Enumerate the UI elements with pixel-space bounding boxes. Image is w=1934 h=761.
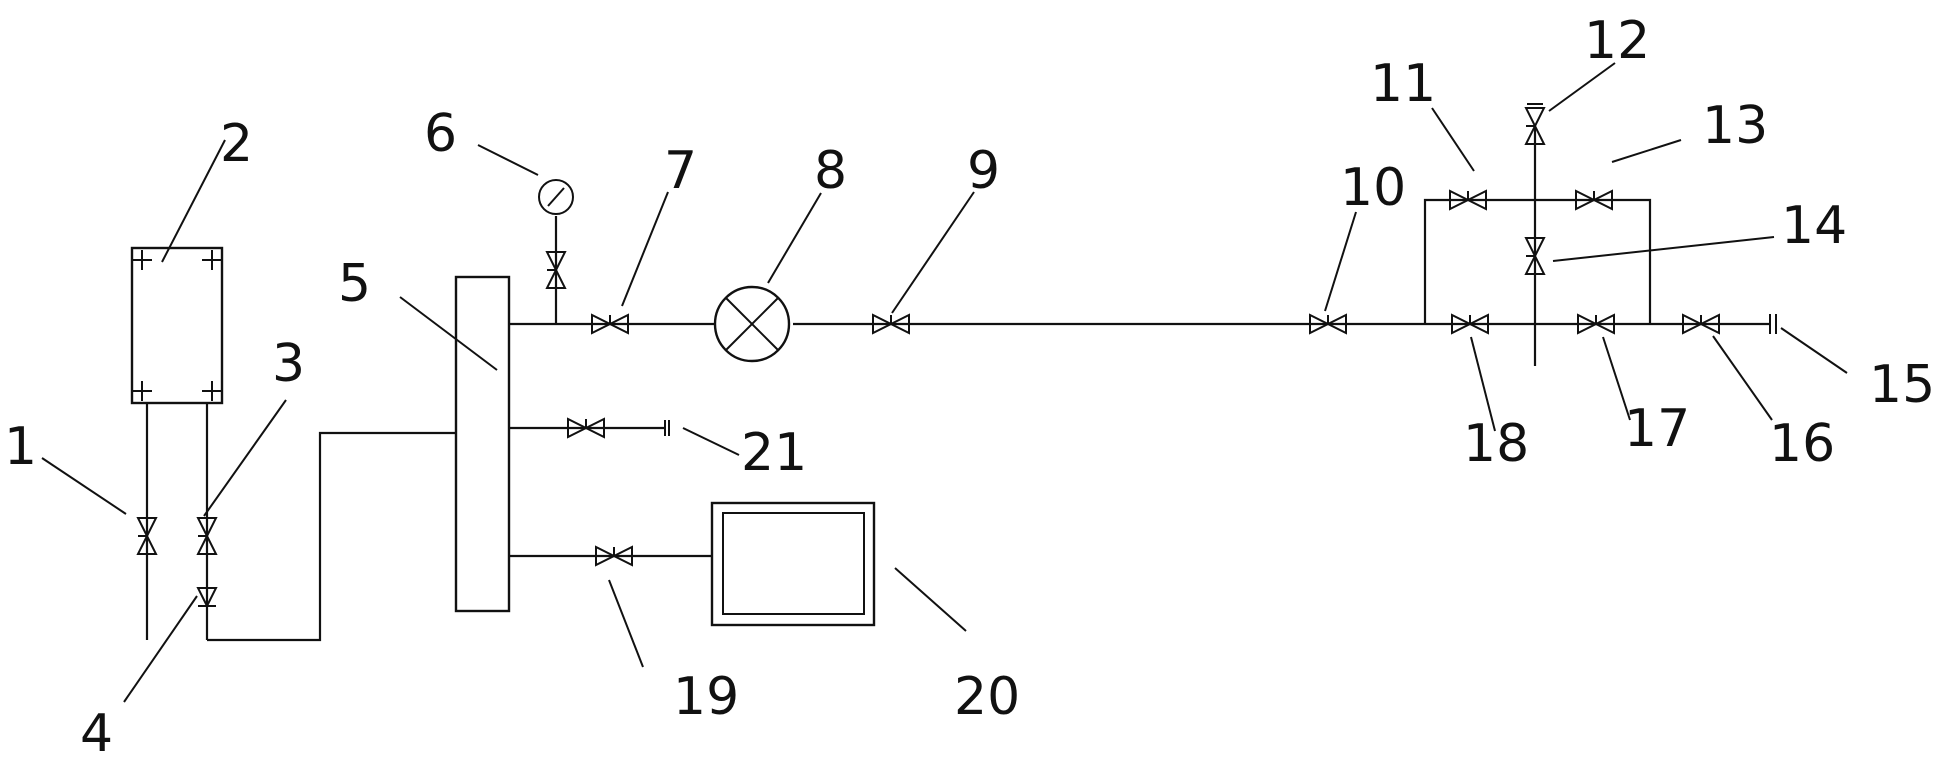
valves (136, 107, 1720, 609)
valve-19-icon (595, 545, 633, 567)
valve-3-icon (196, 517, 218, 555)
label-11: 11 (1370, 54, 1436, 114)
valve-11-icon (1449, 189, 1487, 211)
label-15: 15 (1869, 355, 1934, 415)
label-6: 6 (424, 104, 457, 164)
label-8: 8 (814, 141, 847, 201)
label-13: 13 (1702, 96, 1768, 156)
label-7: 7 (664, 141, 697, 201)
display-20 (710, 501, 876, 627)
pipes (145, 124, 1770, 642)
valve-17-icon (1577, 313, 1615, 335)
valve-21-icon (567, 417, 605, 439)
unit-5 (454, 275, 511, 613)
valve-1-icon (136, 517, 158, 555)
components (130, 103, 1777, 627)
label-2: 2 (220, 114, 253, 174)
label-1: 1 (4, 417, 37, 477)
valve-13-icon (1575, 189, 1613, 211)
valve-9-icon (872, 313, 910, 335)
valve-10-icon (1309, 313, 1347, 335)
valve-16-icon (1682, 313, 1720, 335)
label-16: 16 (1769, 414, 1835, 474)
label-20: 20 (954, 667, 1020, 727)
valve-12-icon (1524, 107, 1546, 145)
label-3: 3 (272, 334, 305, 394)
valve-6-icon (545, 251, 567, 289)
label-9: 9 (967, 141, 1000, 201)
check-valve-4-icon (196, 587, 218, 609)
valve-18-icon (1451, 313, 1489, 335)
label-14: 14 (1781, 196, 1847, 256)
label-18: 18 (1463, 414, 1529, 474)
label-10: 10 (1340, 158, 1406, 218)
label-19: 19 (673, 667, 739, 727)
leader-lines (41, 62, 1848, 703)
tank-2 (130, 246, 224, 405)
pressure-gauge-icon (538, 179, 574, 215)
labels: 1 2 3 4 5 6 7 8 9 10 11 12 13 14 15 16 1… (4, 11, 1934, 761)
label-5: 5 (338, 254, 371, 314)
label-17: 17 (1624, 399, 1690, 459)
label-4: 4 (80, 704, 113, 761)
label-12: 12 (1584, 11, 1650, 71)
label-21: 21 (741, 423, 807, 483)
valve-14-icon (1524, 237, 1546, 275)
valve-7-icon (591, 313, 629, 335)
